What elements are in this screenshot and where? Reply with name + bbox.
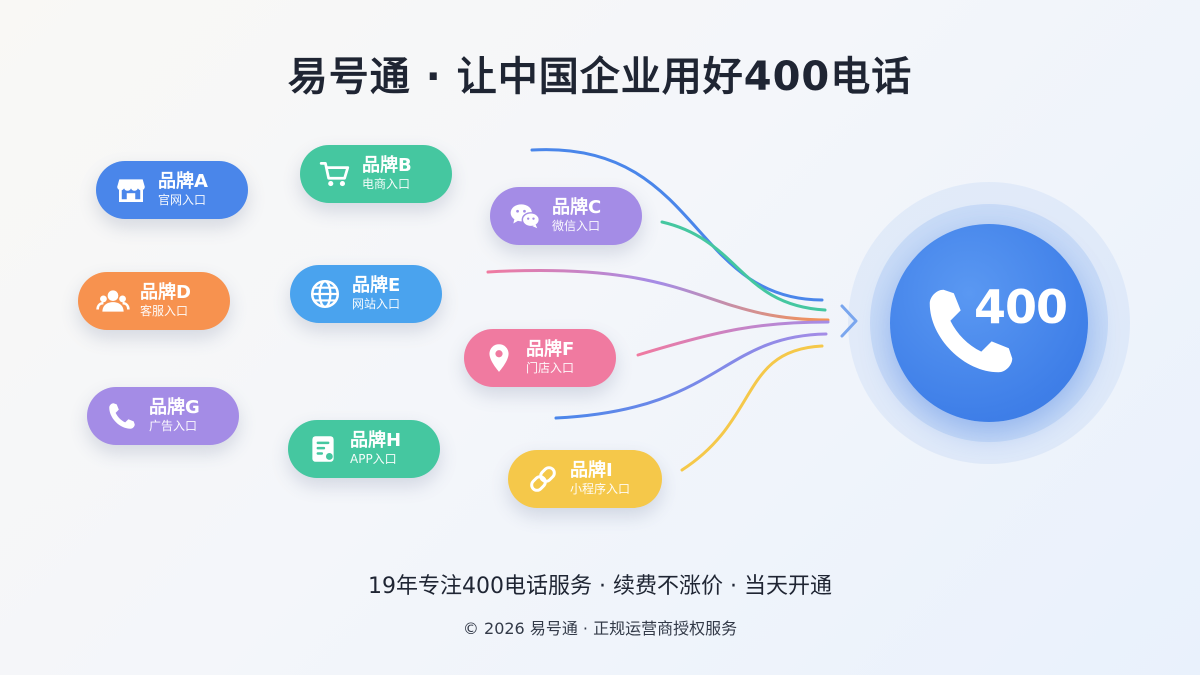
brand-pill-e[interactable]: 品牌E 网站入口: [290, 265, 442, 323]
brand-channel: 客服入口: [140, 304, 189, 319]
brand-channel: 小程序入口: [570, 482, 631, 497]
flow-line-5: [554, 332, 828, 420]
brand-channel: 微信入口: [552, 219, 601, 234]
phone-icon: [103, 397, 141, 435]
brand-channel: 门店入口: [526, 361, 575, 376]
brand-name: 品牌A: [158, 170, 208, 192]
brand-channel: 网站入口: [352, 297, 401, 312]
brand-channel: 官网入口: [158, 193, 207, 208]
brand-name: 品牌F: [526, 338, 575, 360]
brand-name: 品牌C: [552, 196, 602, 218]
brand-name: 品牌G: [149, 396, 200, 418]
flow-line-2: [660, 220, 827, 312]
flow-line-6: [680, 344, 824, 472]
hub-label: 400: [974, 280, 1068, 334]
flow-line-3: [486, 268, 830, 322]
brand-pill-h[interactable]: 品牌H APP入口: [288, 420, 440, 478]
brand-channel: 广告入口: [149, 419, 198, 434]
app-icon: [304, 430, 342, 468]
link-icon: [524, 460, 562, 498]
brand-pill-i[interactable]: 品牌I 小程序入口: [508, 450, 662, 508]
brand-pill-f[interactable]: 品牌F 门店入口: [464, 329, 616, 387]
brand-name: 品牌E: [352, 274, 401, 296]
brand-pill-g[interactable]: 品牌G 广告入口: [87, 387, 239, 445]
brand-pill-a[interactable]: 品牌A 官网入口: [96, 161, 248, 219]
brand-name: 品牌D: [140, 281, 191, 303]
globe-icon: [306, 275, 344, 313]
hub-400[interactable]: 400: [890, 224, 1088, 422]
shopping-cart-icon: [316, 155, 354, 193]
brand-name: 品牌H: [350, 429, 402, 451]
brand-pill-c[interactable]: 品牌C 微信入口: [490, 187, 642, 245]
brand-channel: 电商入口: [362, 177, 411, 192]
wechat-icon: [506, 197, 544, 235]
brand-pill-b[interactable]: 品牌B 电商入口: [300, 145, 452, 203]
phone-icon: [929, 289, 1013, 373]
page-title: 易号通 · 让中国企业用好400电话: [287, 54, 913, 100]
brand-channel: APP入口: [350, 452, 397, 467]
brand-name: 品牌I: [570, 459, 613, 481]
brand-name: 品牌B: [362, 154, 412, 176]
flow-arrowhead: [840, 304, 858, 338]
customer-service-icon: [94, 282, 132, 320]
tagline: 19年专注400电话服务 · 续费不涨价 · 当天开通: [368, 574, 832, 599]
flow-line-1: [530, 148, 824, 302]
copyright: © 2026 易号通 · 正规运营商授权服务: [462, 619, 738, 638]
flow-line-4: [636, 320, 830, 357]
location-pin-icon: [480, 339, 518, 377]
storefront-icon: [112, 171, 150, 209]
brand-pill-d[interactable]: 品牌D 客服入口: [78, 272, 230, 330]
